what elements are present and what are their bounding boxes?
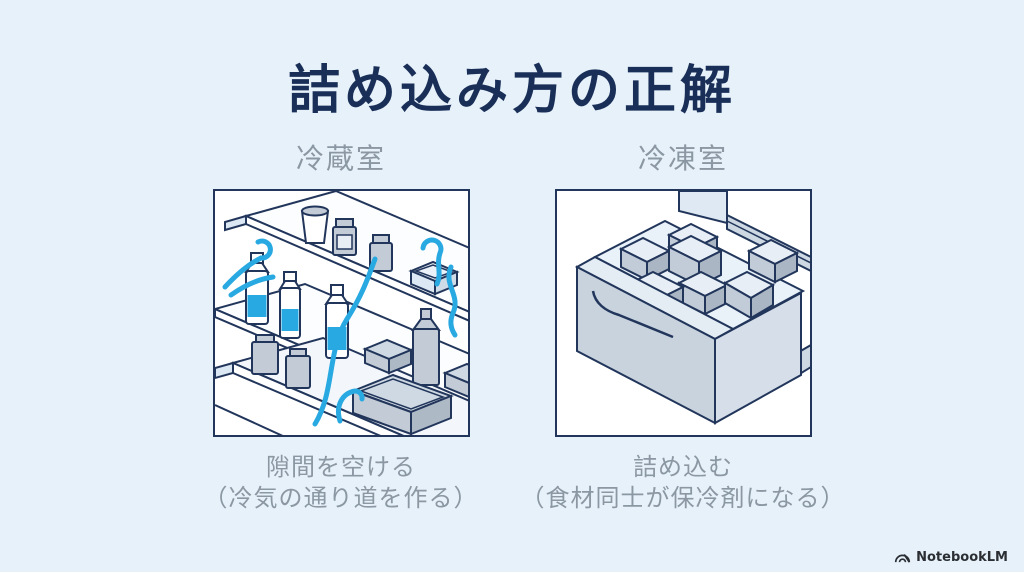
- freezer-panel: [554, 189, 812, 437]
- comparison-columns: 冷蔵室: [0, 142, 1024, 513]
- freezer-label: 冷凍室: [637, 142, 728, 175]
- refrigerator-label: 冷蔵室: [295, 142, 386, 175]
- column-freezer: 冷凍室: [518, 142, 848, 513]
- column-refrigerator: 冷蔵室: [176, 142, 506, 513]
- freezer-caption: 詰め込む （食材同士が保冷剤になる）: [518, 452, 848, 513]
- refrigerator-panel: [212, 189, 470, 437]
- notebooklm-logo-icon: [894, 554, 911, 563]
- freezer-caption-line1: 詰め込む: [633, 453, 733, 481]
- page-title: 詰め込み方の正解: [287, 61, 736, 121]
- refrigerator-caption-line2: （冷気の通り道を作る）: [203, 483, 479, 512]
- freezer-drawer-packed-illustration: [574, 191, 810, 425]
- brand-name: NotebookLM: [916, 550, 1008, 565]
- airflow-swirl-lines: [222, 237, 457, 427]
- footer-brand: NotebookLM: [894, 550, 1008, 565]
- refrigerator-shelves-airflow-illustration: [214, 191, 468, 435]
- refrigerator-caption: 隙間を空ける （冷気の通り道を作る）: [176, 452, 506, 513]
- freezer-caption-line2: （食材同士が保冷剤になる）: [520, 483, 846, 512]
- refrigerator-caption-line1: 隙間を空ける: [266, 453, 416, 481]
